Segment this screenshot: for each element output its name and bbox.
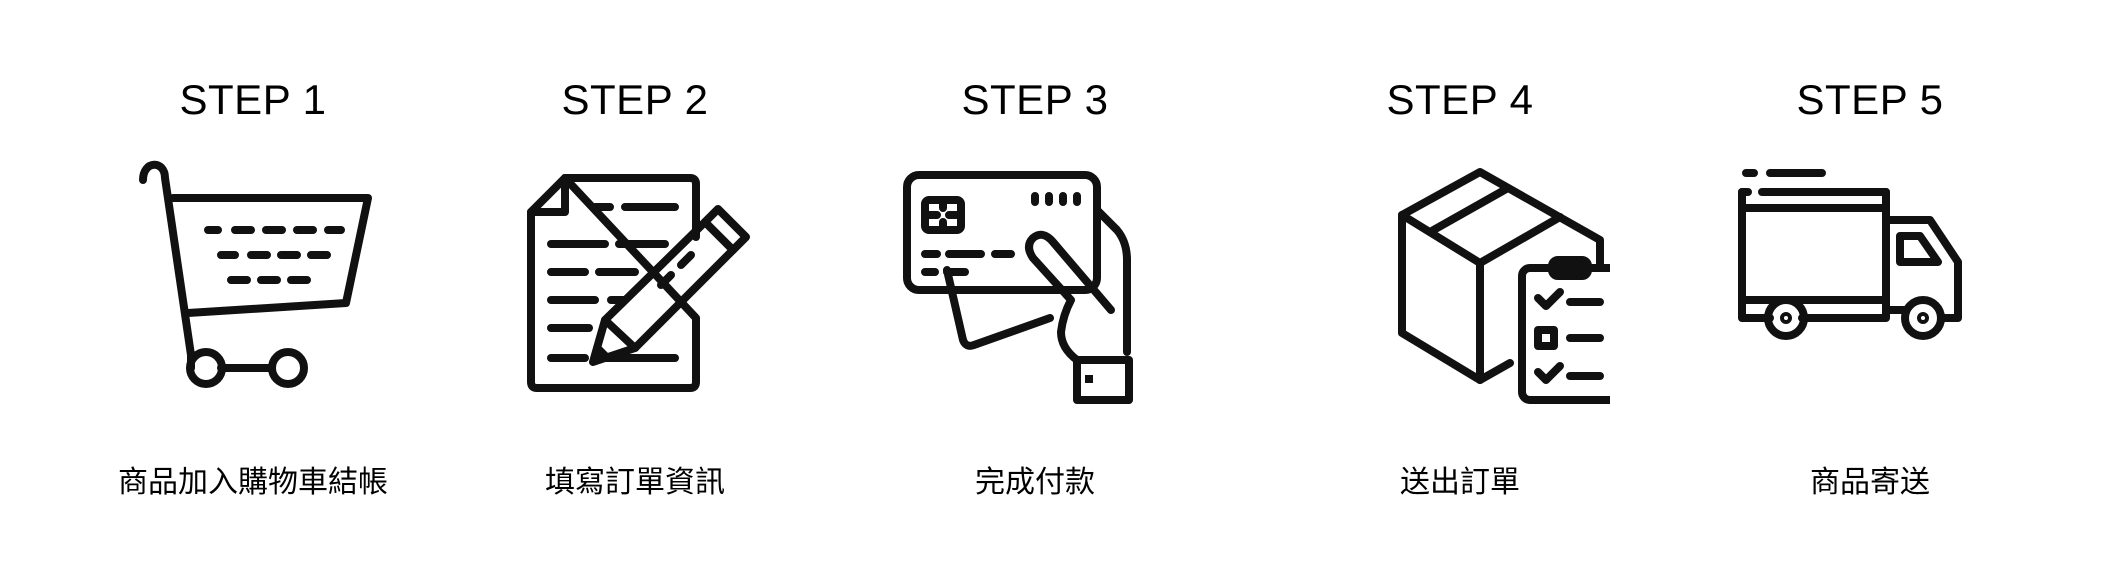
step-label: 完成付款 — [975, 465, 1095, 500]
step-2: STEP 2 填寫訂單資訊 — [415, 0, 855, 562]
step-5: STEP 5 商品寄送 — [1650, 0, 2090, 562]
step-1: STEP 1 商品加入購物車結帳 — [33, 0, 473, 562]
step-title: STEP 2 — [561, 76, 709, 123]
package-checklist-icon — [1310, 150, 1610, 430]
step-label: 商品寄送 — [1810, 465, 1930, 500]
step-4: STEP 4 送出訂單 — [1240, 0, 1680, 562]
step-title: STEP 5 — [1796, 76, 1944, 123]
step-label: 送出訂單 — [1400, 465, 1520, 500]
step-title: STEP 1 — [179, 76, 327, 123]
delivery-truck-icon — [1720, 150, 2020, 430]
step-label: 填寫訂單資訊 — [545, 465, 725, 500]
step-3: STEP 3 完成付款 — [815, 0, 1255, 562]
document-pencil-icon — [485, 150, 785, 430]
shopping-cart-icon — [103, 150, 403, 430]
card-payment-icon — [885, 150, 1185, 430]
step-title: STEP 3 — [961, 76, 1109, 123]
step-title: STEP 4 — [1386, 76, 1534, 123]
step-label: 商品加入購物車結帳 — [118, 465, 388, 500]
